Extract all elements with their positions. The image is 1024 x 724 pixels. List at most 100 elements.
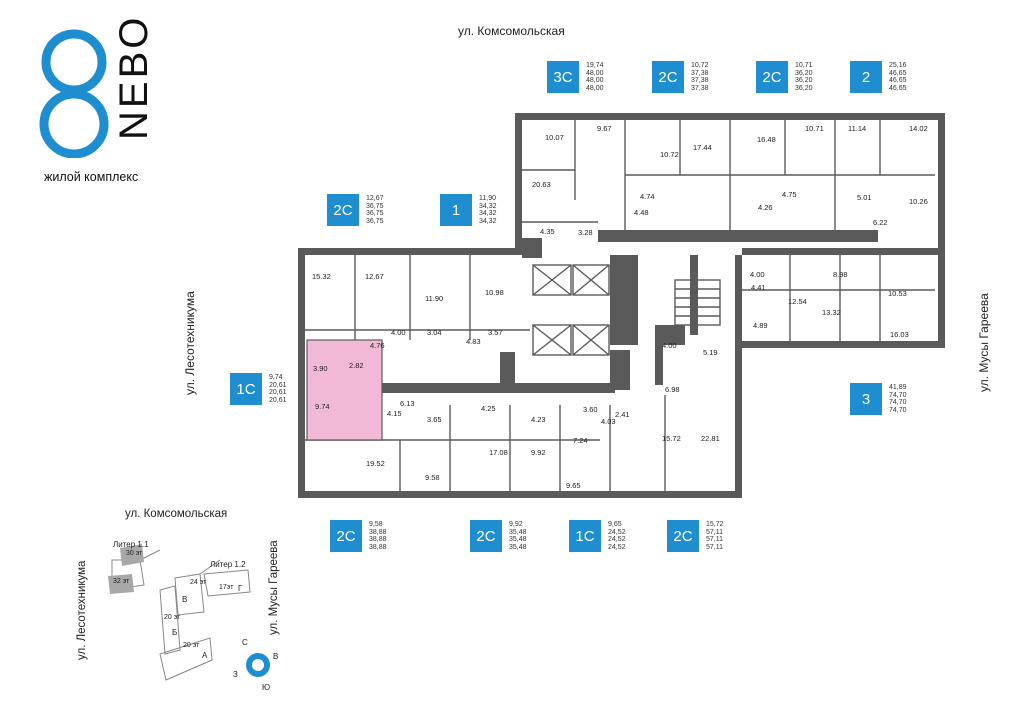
room-area-label: 4.89 — [753, 321, 768, 330]
room-area-label: 22.81 — [701, 434, 720, 443]
apartment-type-badge[interactable]: 1С — [569, 520, 601, 552]
apartment-type-badge[interactable]: 2С — [330, 520, 362, 552]
floors-label-5: 20 эт — [164, 614, 181, 621]
room-area-label: 11.90 — [425, 294, 444, 303]
floors-label-1: 30 эт — [126, 550, 143, 557]
apartment-type-badge[interactable]: 3 — [850, 383, 882, 415]
apartment-area-value: 20,61 — [269, 381, 287, 389]
apartment-area-value: 36,75 — [366, 210, 384, 218]
room-area-label: 15.72 — [662, 434, 681, 443]
room-area-label: 8.98 — [833, 270, 848, 279]
room-area-label: 2.82 — [349, 361, 364, 370]
room-area-label: 6.98 — [665, 385, 680, 394]
apartment-area-value: 48,00 — [586, 77, 604, 85]
apartment-area-value: 36,20 — [795, 77, 813, 85]
logo-subtitle: жилой комплекс — [44, 170, 139, 184]
room-area-label: 19.52 — [366, 459, 385, 468]
apartment-area-value: 57,11 — [706, 536, 723, 544]
apartment-area-value: 34,32 — [479, 210, 497, 218]
room-area-label: 4.23 — [531, 415, 546, 424]
apartment-area-value: 57,11 — [706, 528, 723, 536]
apartment-area-value: 35,48 — [509, 528, 527, 536]
room-area-label: 6.13 — [400, 399, 415, 408]
mini-street-top: ул. Комсомольская — [125, 508, 228, 520]
room-area-label: 4.26 — [758, 203, 773, 212]
liter-1-1-label: Литер 1.1 — [113, 540, 149, 549]
room-area-label: 4.25 — [481, 404, 496, 413]
apartment-area-value: 38,88 — [369, 528, 387, 536]
apartment-area-value: 74,70 — [889, 399, 907, 407]
apartment-area-value: 48,00 — [586, 84, 604, 92]
apartment-area-value: 10,72 — [691, 62, 709, 69]
section-a: А — [202, 651, 208, 660]
room-area-label: 16.03 — [890, 330, 909, 339]
room-area-label: 20.63 — [532, 180, 551, 189]
apartment-area-value: 12,67 — [366, 195, 384, 202]
floors-label-2: 32 эт — [113, 578, 130, 585]
apartment-area-value: 25,16 — [889, 62, 907, 69]
room-area-label: 11.14 — [848, 124, 867, 133]
apartment-area-value: 46,65 — [889, 69, 907, 77]
room-area-label: 2.41 — [615, 410, 630, 419]
room-area-label: 4.74 — [640, 192, 655, 201]
apartment-type-badge[interactable]: 2С — [667, 520, 699, 552]
apartment-area-value: 74,70 — [889, 406, 907, 414]
apartment-area-value: 41,89 — [889, 384, 907, 391]
room-area-label: 4.00 — [750, 270, 765, 279]
liter-1-2-label: Литер 1.2 — [210, 560, 246, 569]
apartment-area-value: 9,58 — [369, 521, 383, 528]
apartment-type-badge[interactable]: 2С — [470, 520, 502, 552]
apartment-type-badge[interactable]: 1 — [440, 194, 472, 226]
apartment-area-value: 19,74 — [586, 62, 604, 69]
room-area-label: 4.00 — [391, 328, 406, 337]
apartment-area-value: 35,48 — [509, 543, 527, 551]
apartment-area-value: 74,70 — [889, 391, 907, 399]
room-area-label: 12.67 — [365, 272, 384, 281]
room-area-label: 16.48 — [757, 135, 776, 144]
apartment-area-value: 36,20 — [795, 84, 813, 92]
room-area-label: 6.22 — [873, 218, 888, 227]
apartment-type-badge[interactable]: 1С — [230, 373, 262, 405]
room-area-label: 4.35 — [540, 227, 555, 236]
section-g: Г — [238, 584, 243, 593]
apartment-type-badge[interactable]: 2С — [756, 61, 788, 93]
room-area-label: 10.72 — [660, 150, 679, 159]
apartment-area-value: 15,72 — [706, 521, 724, 528]
room-area-label: 9.92 — [531, 448, 546, 457]
apartment-type-badge[interactable]: 2С — [327, 194, 359, 226]
apartment-area-value: 46,65 — [889, 77, 907, 85]
room-area-label: 10.98 — [485, 288, 504, 297]
room-area-label: 4.15 — [387, 409, 402, 418]
apartment-area-value: 11,90 — [479, 195, 496, 202]
apartment-area-value: 24,52 — [608, 528, 626, 536]
room-area-label: 4.83 — [466, 337, 481, 346]
room-area-label: 4.41 — [751, 283, 766, 292]
room-area-label: 10.53 — [888, 289, 907, 298]
room-area-label: 10.07 — [545, 133, 564, 142]
apartment-area-value: 36,75 — [366, 217, 384, 225]
apartment-type-badge[interactable]: 3С — [547, 61, 579, 93]
apartment-type-badge[interactable]: 2С — [652, 61, 684, 93]
apartment-type-badge[interactable]: 2 — [850, 61, 882, 93]
room-area-label: 3.90 — [313, 364, 328, 373]
apartment-area-value: 34,32 — [479, 217, 497, 225]
apartment-area-value: 37,38 — [691, 69, 709, 77]
apartment-area-value: 9,74 — [269, 374, 283, 381]
apartment-area-value: 20,61 — [269, 389, 287, 397]
room-area-label: 3.04 — [427, 328, 442, 337]
apartment-area-value: 36,20 — [795, 69, 813, 77]
room-area-label: 9.74 — [315, 402, 330, 411]
apartment-area-value: 24,52 — [608, 536, 626, 544]
apartment-area-value: 38,88 — [369, 536, 387, 544]
apartment-area-value: 37,38 — [691, 84, 709, 92]
